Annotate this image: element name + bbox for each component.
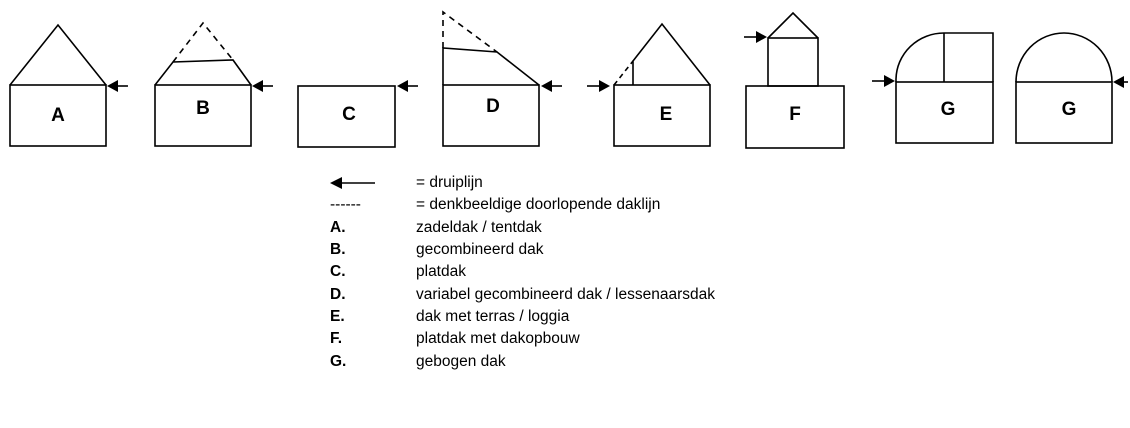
legend-item-text: dak met terras / loggia xyxy=(416,307,570,325)
drip-line-arrow xyxy=(872,75,895,87)
figure-label-b: B xyxy=(196,98,210,119)
legend-item-text: variabel gecombineerd dak / lessenaarsda… xyxy=(416,285,715,303)
roof-structure xyxy=(767,37,819,87)
drip-line-arrow xyxy=(1113,76,1128,88)
mono-pitch-roof xyxy=(442,47,540,86)
figure-label-d: D xyxy=(486,96,500,117)
building-body xyxy=(613,84,711,147)
drip-line-arrow xyxy=(744,31,767,43)
legend-row-imaginary-line: ------ = denkbeeldige doorlopende daklij… xyxy=(330,194,715,216)
legend-item-key: F. xyxy=(330,330,343,348)
drip-line-arrow xyxy=(252,80,273,92)
imaginary-roof-line xyxy=(613,60,634,86)
legend-item-key: C. xyxy=(330,263,346,281)
figure-label-g1: G xyxy=(941,99,956,120)
imaginary-roof-line xyxy=(442,10,498,53)
building-body xyxy=(154,84,252,147)
roof-with-terrace xyxy=(632,22,711,86)
legend-item-text: platdak xyxy=(416,263,466,281)
drip-line-arrow xyxy=(587,80,610,92)
figure-e: E xyxy=(587,22,711,147)
legend-item: B. gecombineerd dak xyxy=(330,239,715,261)
legend-row-drip-line: = druiplijn xyxy=(330,172,715,194)
arrow-left-icon xyxy=(330,177,375,190)
dashed-line-symbol: ------ xyxy=(330,196,361,214)
roof-types-diagram: A B C xyxy=(9,10,1128,149)
legend-drip-line-text: = druiplijn xyxy=(416,174,483,192)
legend-item-key: A. xyxy=(330,218,346,236)
legend-item: G. gebogen dak xyxy=(330,350,715,372)
legend-item-text: zadeldak / tentdak xyxy=(416,218,542,236)
roof-structure-gable xyxy=(767,11,819,39)
figure-label-f: F xyxy=(789,104,801,125)
figure-a: A xyxy=(9,23,128,147)
legend-item: A. zadeldak / tentdak xyxy=(330,217,715,239)
legend-item-text: platdak met dakopbouw xyxy=(416,330,580,348)
legend-item-text: gecombineerd dak xyxy=(416,241,544,259)
figure-f: F xyxy=(744,11,845,149)
imaginary-roof-line xyxy=(172,21,234,63)
drip-line-arrow xyxy=(541,80,562,92)
drip-line-arrow xyxy=(107,80,128,92)
legend-item: C. platdak xyxy=(330,261,715,283)
legend-item: F. platdak met dakopbouw xyxy=(330,328,715,350)
legend-item: D. variabel gecombineerd dak / lessenaar… xyxy=(330,283,715,305)
figure-b: B xyxy=(154,21,273,147)
figure-c: C xyxy=(297,80,418,148)
legend-imaginary-line-text: = denkbeeldige doorlopende daklijn xyxy=(416,196,661,214)
legend-item-key: E. xyxy=(330,307,345,325)
figure-g1: G xyxy=(872,32,994,144)
legend-item-text: gebogen dak xyxy=(416,352,506,370)
drip-line-arrow xyxy=(397,80,418,92)
building-body xyxy=(297,85,396,148)
building-body xyxy=(9,84,107,147)
figure-label-e: E xyxy=(660,104,673,125)
figure-d: D xyxy=(442,10,562,147)
figure-g2: G xyxy=(1015,32,1128,144)
legend-item-key: B. xyxy=(330,241,346,259)
curved-roof xyxy=(1015,32,1113,83)
legend-item: E. dak met terras / loggia xyxy=(330,306,715,328)
legend-item-key: D. xyxy=(330,285,346,303)
figure-label-g2: G xyxy=(1062,99,1077,120)
building-body xyxy=(442,84,540,147)
legend: = druiplijn ------ = denkbeeldige doorlo… xyxy=(330,172,715,373)
gable-roof xyxy=(9,23,107,86)
building-body xyxy=(1015,81,1113,144)
figure-label-c: C xyxy=(342,104,356,125)
figure-label-a: A xyxy=(51,105,65,126)
legend-item-key: G. xyxy=(330,352,347,370)
roof-lower-part xyxy=(154,59,252,86)
